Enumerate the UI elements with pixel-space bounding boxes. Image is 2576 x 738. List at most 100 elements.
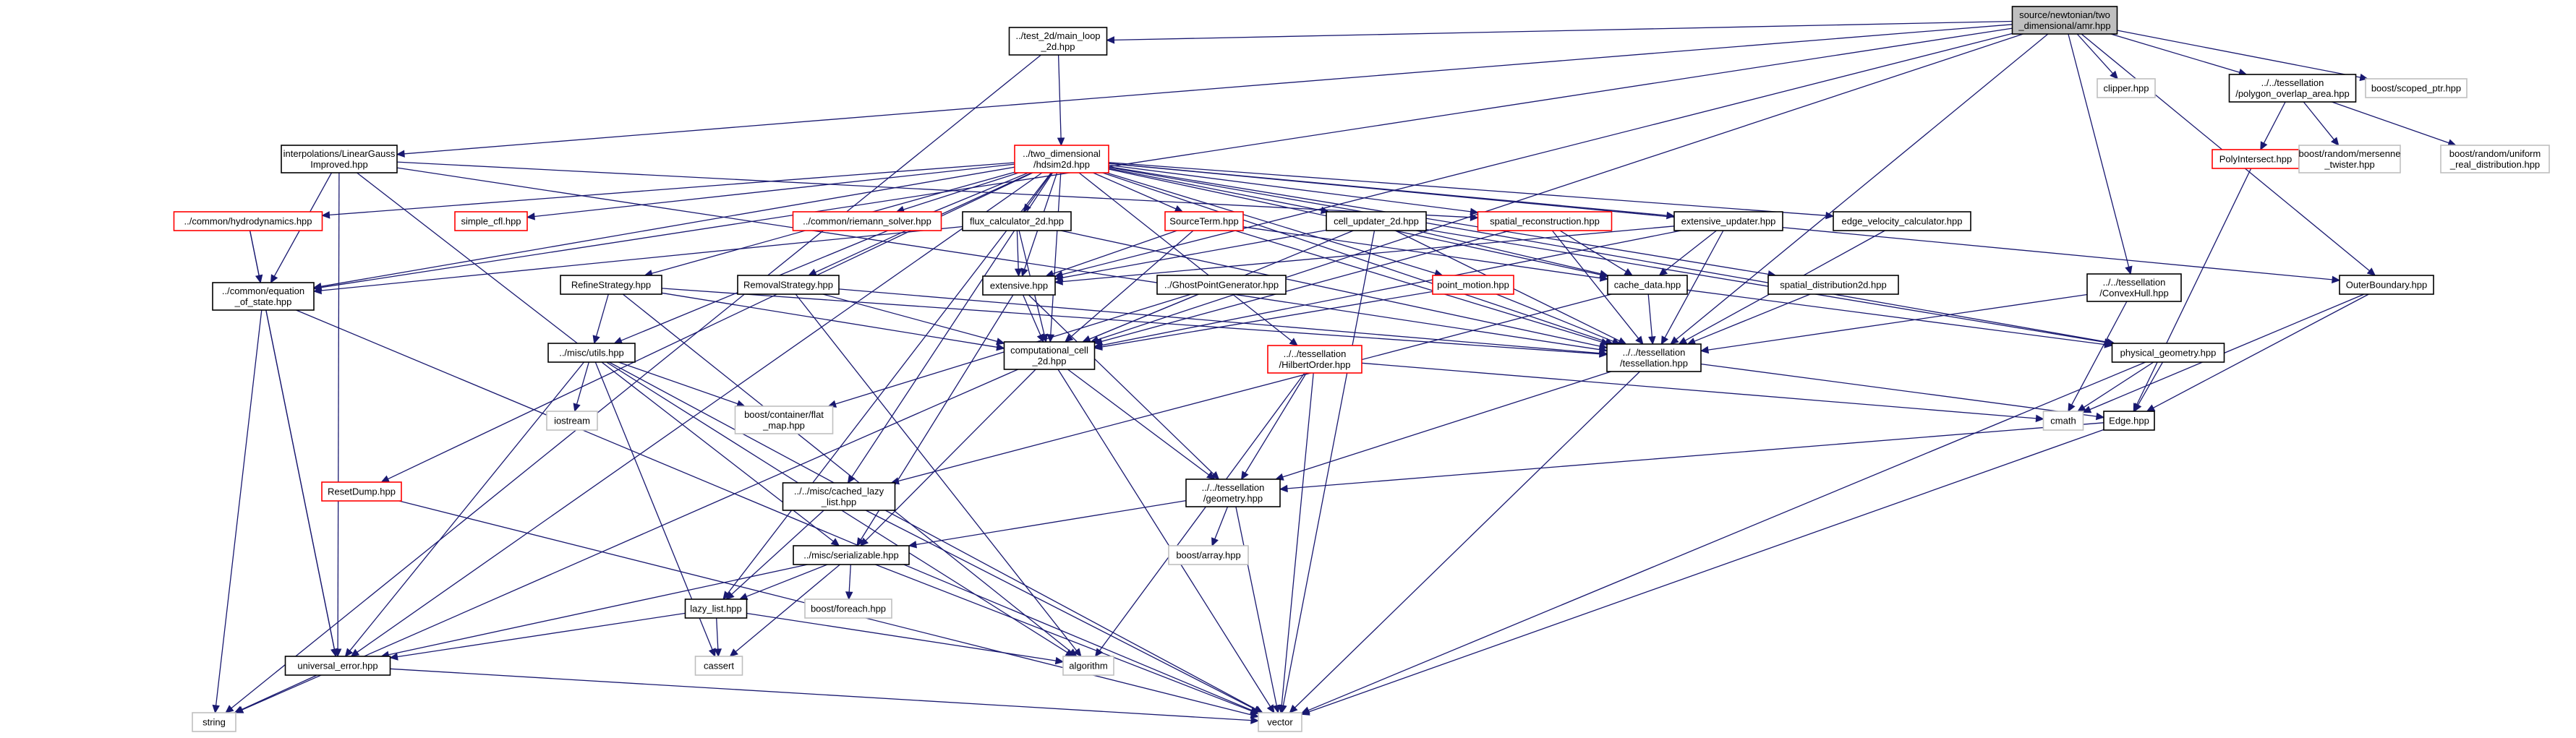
node-label: point_motion.hpp [1437,280,1509,291]
edge-test_2d-to-hdsim2d [1057,54,1065,147]
node-tessellation[interactable]: ../../tessellation/tessellation.hpp [1606,343,1702,372]
edge-line [357,172,1043,653]
node-box [1008,27,1108,56]
node-clipper[interactable]: clipper.hpp [2097,78,2156,98]
node-lazy-list[interactable]: lazy_list.hpp [684,598,748,619]
edge-line [1023,294,1041,336]
edge-linear_gauss-to-spatial_recon [396,161,1479,221]
edge-line [1108,162,1827,216]
edge-arrowhead [225,705,234,713]
node-polyintersect[interactable]: PolyIntersect.hpp [2212,149,2300,169]
edge-line [1686,289,2105,346]
node-point-motion[interactable]: point_motion.hpp [1432,275,1514,295]
node-cassert[interactable]: cassert [694,656,743,676]
node-box [1326,211,1427,231]
edge-arrowhead [729,648,738,657]
edge-phys_geom-to-vector [1300,361,2146,714]
edge-line [320,166,1015,287]
node-cache-data[interactable]: cache_data.hpp [1607,275,1688,295]
node-simple-cfl[interactable]: simple_cfl.hpp [454,211,528,231]
node-label: ../../tessellation [1623,347,1686,358]
node-hilbert[interactable]: ../../tessellation/HilbertOrder.hpp [1267,345,1362,374]
node-boost-foreach[interactable]: boost/foreach.hpp [804,598,892,619]
node-algorithm[interactable]: algorithm [1062,656,1114,676]
node-box [1185,479,1281,507]
node-label: /ConvexHull.hpp [2099,288,2168,299]
edge-removal-to-comp_cell [822,293,1005,346]
node-spatial-dist[interactable]: spatial_distribution2d.hpp [1767,275,1899,295]
edge-line [1067,369,1209,476]
node-ext-updater[interactable]: extensive_updater.hpp [1673,211,1783,231]
edge-arrowhead [212,704,220,714]
edge-line [731,510,824,595]
node-label: ../common/equation [222,286,304,296]
node-polygon-overlap[interactable]: ../../tessellation/polygon_overlap_area.… [2228,74,2357,103]
node-root[interactable]: source/newtonian/two_dimensional/amr.hpp [2011,6,2118,35]
node-boost-scoped[interactable]: boost/scoped_ptr.hpp [2365,78,2468,98]
edge-arrowhead [2330,137,2340,146]
node-cell-updater[interactable]: cell_updater_2d.hpp [1326,211,1427,231]
edge-line [1664,230,1717,272]
edge-arrowhead [1266,704,1275,714]
edge-line [898,293,1612,482]
node-iostream[interactable]: iostream [546,411,598,431]
edge-spatial_recon-to-tessellation [1551,230,1644,345]
node-flux-calc[interactable]: flux_calculator_2d.hpp [962,211,1072,231]
edge-line [2332,101,2449,144]
edge-arrowhead [234,705,244,713]
edge-line [1108,168,1322,211]
node-hdsim2d[interactable]: ../two_dimensional/hdsim2d.hpp [1014,145,1109,173]
node-phys-geom[interactable]: physical_geometry.hpp [2111,343,2225,363]
node-geometry[interactable]: ../../tessellation/geometry.hpp [1185,479,1281,507]
node-label: /geometry.hpp [1203,493,1263,504]
edge-line [1102,172,1607,343]
node-universal-error[interactable]: universal_error.hpp [284,656,391,676]
node-string[interactable]: string [192,712,236,732]
edge-arrowhead [270,274,278,284]
node-label: boost/foreach.hpp [811,604,886,614]
edge-line [2136,168,2252,406]
node-mersenne[interactable]: boost/random/mersenne_twister.hpp [2298,145,2401,173]
edge-arrowhead [613,337,623,344]
edge-line [1057,369,1271,707]
node-vector[interactable]: vector [1258,712,1302,732]
node-serializable[interactable]: ../misc/serializable.hpp [793,545,910,565]
node-convex-hull[interactable]: ../../tessellation/ConvexHull.hpp [2086,273,2182,302]
edge-line [1214,506,1229,539]
node-removal[interactable]: RemovalStrategy.hpp [737,275,840,295]
node-spatial-recon[interactable]: spatial_reconstruction.hpp [1477,211,1613,231]
node-extensive[interactable]: extensive.hpp [982,275,1056,296]
edge-universal_error-to-vector [390,668,1260,724]
node-misc-utils[interactable]: ../misc/utils.hpp [547,343,636,363]
node-label: cassert [704,661,734,672]
edge-flux_calc-to-extensive [1014,230,1023,278]
edge-line [1099,372,1305,651]
node-boost-array[interactable]: boost/array.hpp [1168,545,1249,565]
node-eq-of-state[interactable]: ../common/equation_of_state.hpp [212,282,315,311]
node-ghost-point[interactable]: ../GhostPointGenerator.hpp [1156,275,1287,295]
node-box [804,598,892,619]
edge-line [795,293,1078,651]
edge-line [661,292,997,348]
node-uniform-real[interactable]: boost/random/uniform_real_distribution.h… [2440,145,2550,173]
node-refine[interactable]: RefineStrategy.hpp [560,275,662,295]
edge-line [1101,230,1681,346]
node-hydrodynamics[interactable]: ../common/hydrodynamics.hpp [173,211,323,231]
node-test-2d[interactable]: ../test_2d/main_loop_2d.hpp [1008,27,1108,56]
edge-line [1101,291,1433,348]
node-flat-map[interactable]: boost/container/flat_map.hpp [734,406,834,434]
edge-arrowhead [1014,268,1023,278]
node-edge-vel[interactable]: edge_velocity_calculator.hpp [1833,211,1971,231]
edge-cell_updater-to-cache_data [1416,230,1609,278]
node-source-term[interactable]: SourceTerm.hpp [1164,211,1244,231]
node-riemann[interactable]: ../common/riemann_solver.hpp [792,211,942,231]
node-outer-boundary[interactable]: OuterBoundary.hpp [2339,275,2434,295]
node-comp-cell[interactable]: computational_cell_2d.hpp [1003,341,1096,370]
node-edge[interactable]: Edge.hpp [2103,411,2155,431]
edge-root-to-clipper [2076,33,2119,80]
edge-line [1108,166,1769,275]
node-cached-lazy[interactable]: ../../misc/cached_lazy_list.hpp [782,482,896,511]
node-reset-dump[interactable]: ResetDump.hpp [321,481,402,502]
node-cmath[interactable]: cmath [2042,411,2084,431]
